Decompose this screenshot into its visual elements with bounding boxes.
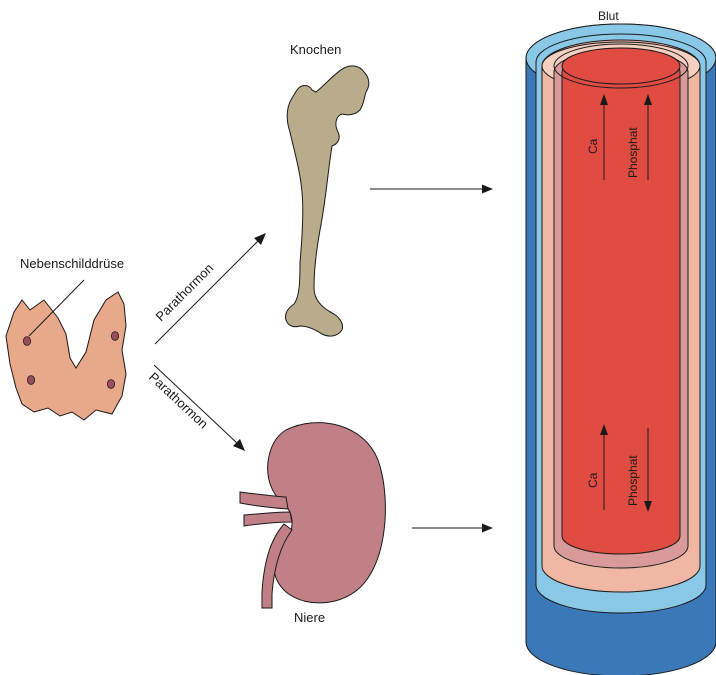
bone: Knochen (285, 42, 368, 336)
blood-vessel: Blut Ca Phosphat Ca (526, 9, 716, 675)
blood-surface (562, 48, 680, 84)
bone-shape (285, 66, 368, 336)
arrowhead (482, 185, 493, 194)
kidney-vessel-lower (244, 512, 292, 526)
ion-label-phosphat-top: Phosphat (626, 127, 640, 178)
gland-dot (23, 337, 30, 346)
gland-dot (107, 380, 114, 389)
hormone-arrow-to-bone: Parathormon (153, 233, 266, 344)
ion-label-ca-bottom: Ca (586, 472, 600, 488)
arrow-bone-to-blood (370, 185, 493, 194)
parathyroid-gland: Nebenschilddrüse (6, 256, 126, 420)
gland-dot (27, 376, 34, 385)
gland-shape (6, 292, 126, 420)
blood-column (562, 54, 680, 554)
ion-label-phosphat-bottom: Phosphat (626, 455, 640, 506)
blood-label: Blut (598, 9, 619, 23)
arrow-kidney-to-blood (412, 524, 493, 533)
gland-label: Nebenschilddrüse (20, 256, 124, 271)
bone-label: Knochen (290, 42, 341, 57)
hormone-arrow-to-kidney: Parathormon (146, 365, 245, 451)
kidney-label: Niere (294, 610, 325, 625)
ion-label-ca-top: Ca (586, 138, 600, 154)
hormone-label-lower: Parathormon (146, 369, 211, 431)
arrowhead (482, 524, 493, 533)
kidney: Niere (240, 423, 385, 625)
gland-dot (111, 332, 118, 341)
